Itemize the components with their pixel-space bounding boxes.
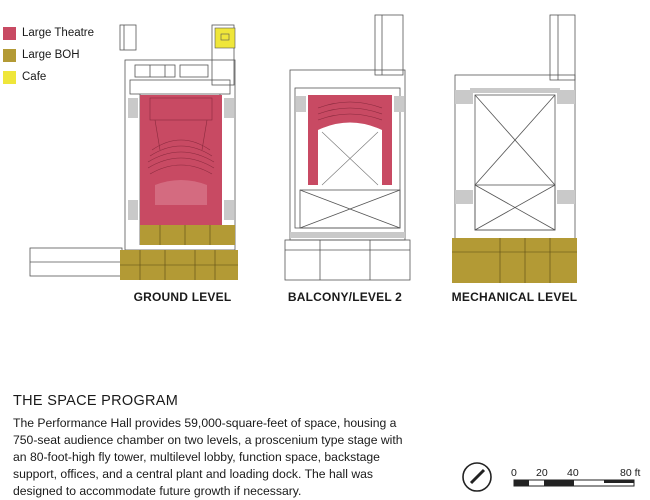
legend-swatch-cafe (3, 70, 16, 84)
balcony-level-plan (284, 14, 411, 281)
legend-label: Large Theatre (22, 27, 95, 39)
level-label-ground: GROUND LEVEL (133, 290, 232, 304)
scale-bar (513, 479, 635, 487)
program-heading: THE SPACE PROGRAM (13, 393, 179, 409)
legend-label: Large BOH (22, 49, 80, 61)
scale-label-80ft: 80 ft (620, 467, 641, 479)
legend: Large Theatre Large BOH Cafe (3, 22, 94, 88)
legend-swatch-boh (3, 48, 16, 62)
legend-item-cafe: Cafe (3, 66, 94, 88)
legend-item-large-boh: Large BOH (3, 44, 94, 66)
scale-label-0: 0 (511, 467, 517, 479)
scale-label-40: 40 (567, 467, 579, 479)
legend-label: Cafe (22, 71, 47, 83)
program-description: The Performance Hall provides 59,000-squ… (13, 416, 403, 498)
level-label-mechanical: MECHANICAL LEVEL (451, 290, 578, 304)
north-arrow-icon (462, 462, 492, 492)
mechanical-level-plan (452, 14, 577, 283)
scale-label-20: 20 (536, 467, 548, 479)
legend-swatch-theatre (3, 26, 16, 40)
legend-item-large-theatre: Large Theatre (3, 22, 94, 44)
ground-level-plan (29, 24, 238, 280)
level-label-balcony: BALCONY/LEVEL 2 (287, 290, 403, 304)
